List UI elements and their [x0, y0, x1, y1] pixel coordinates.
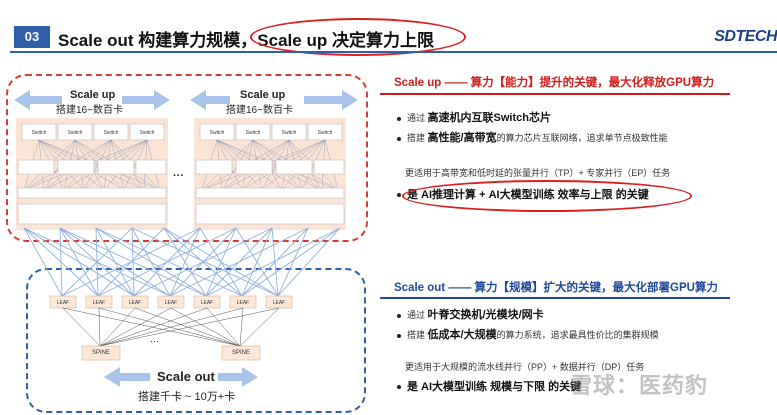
bullet-dot — [397, 333, 401, 338]
bullet-dot — [397, 136, 401, 141]
scale-up-arrow-left — [14, 90, 170, 110]
spine-label: SPINE — [231, 350, 250, 356]
cluster-ellipsis: ··· — [173, 170, 184, 182]
leaf-label: LEAF — [272, 300, 286, 306]
header-divider — [10, 51, 777, 53]
switch-label: Switch — [317, 130, 333, 136]
list-item: 通过 高速机内互联Switch芯片 — [397, 109, 551, 125]
switch-label: Switch — [139, 130, 155, 136]
gpu-servers-right — [195, 159, 345, 225]
leaf-label: LEAF — [128, 300, 142, 306]
spine-label: SPINE — [91, 350, 110, 356]
switch-row-left — [21, 123, 165, 141]
gpu-servers-left — [17, 159, 167, 225]
scale-out-heading: Scale out —— 算力【规模】扩大的关键，最大化部署GPU算力 — [394, 282, 718, 294]
switch-label: Switch — [209, 130, 225, 136]
leaf-to-spine-links — [62, 307, 280, 347]
scale-out-sub: 搭建千卡 ~ 10万+卡 — [138, 391, 236, 403]
list-item: 通过 叶脊交换机/光模块/网卡 — [397, 306, 544, 322]
leaf-label: LEAF — [56, 300, 70, 306]
scale-up-heading: Scale up —— 算力【能力】提升的关键，最大化释放GPU算力 — [394, 77, 715, 89]
switch-label: Switch — [103, 130, 119, 136]
scale-up-sub-left: 搭建16~数百卡 — [56, 105, 123, 116]
title-highlight-ellipse — [250, 18, 466, 56]
switch-label: Switch — [281, 130, 297, 136]
list-item: 搭建 高性能/高带宽的算力芯片互联网络，追求单节点极致性能 — [397, 129, 668, 145]
bullet-dot — [397, 385, 401, 390]
spine-ellipsis: ··· — [150, 336, 159, 346]
list-item: 更适用于大规模的流水线并行（PP）+ 数据并行（DP）任务 — [405, 362, 645, 372]
bullet-dot — [397, 116, 401, 121]
leaf-label: LEAF — [164, 300, 178, 306]
bullet-dot — [397, 313, 401, 318]
key-point-highlight-ellipse — [402, 180, 692, 212]
leaf-label: LEAF — [236, 300, 250, 306]
leaf-switch-row — [49, 295, 293, 309]
scale-up-arrow-right — [190, 90, 358, 110]
scale-out-arrow — [104, 367, 258, 387]
bullet-dot — [397, 193, 401, 198]
list-item: 更适用于高带宽和低时延的张量并行（TP）+ 专家并行（EP）任务 — [405, 168, 671, 178]
scale-up-label-right: Scale up — [240, 89, 286, 101]
cluster-to-leaf-links — [23, 227, 341, 297]
switch-label: Switch — [67, 130, 83, 136]
watermark: 雪球：医药豹 — [570, 373, 709, 398]
scale-up-heading-rule — [380, 93, 730, 95]
scale-up-label-left: Scale up — [70, 89, 116, 101]
switch-label: Switch — [31, 130, 47, 136]
list-item: 是 AI大模型训练 规模与下限 的关键 — [397, 378, 581, 394]
slide-header: 03 Scale out 构建算力规模，Scale up 决定算力上限 SDTE… — [0, 0, 777, 58]
list-item: 搭建 低成本/大规模的算力系统，追求最具性价比的集群规模 — [397, 326, 659, 342]
scale-out-heading-rule — [380, 297, 730, 299]
section-number: 03 — [14, 26, 50, 48]
brand-logo: SDTECH — [714, 28, 777, 45]
spine-switch-row — [81, 345, 261, 361]
leaf-label: LEAF — [92, 300, 106, 306]
scale-out-label: Scale out — [157, 369, 215, 384]
scale-up-sub-right: 搭建16~数百卡 — [226, 105, 293, 116]
switch-label: Switch — [245, 130, 261, 136]
leaf-label: LEAF — [200, 300, 214, 306]
